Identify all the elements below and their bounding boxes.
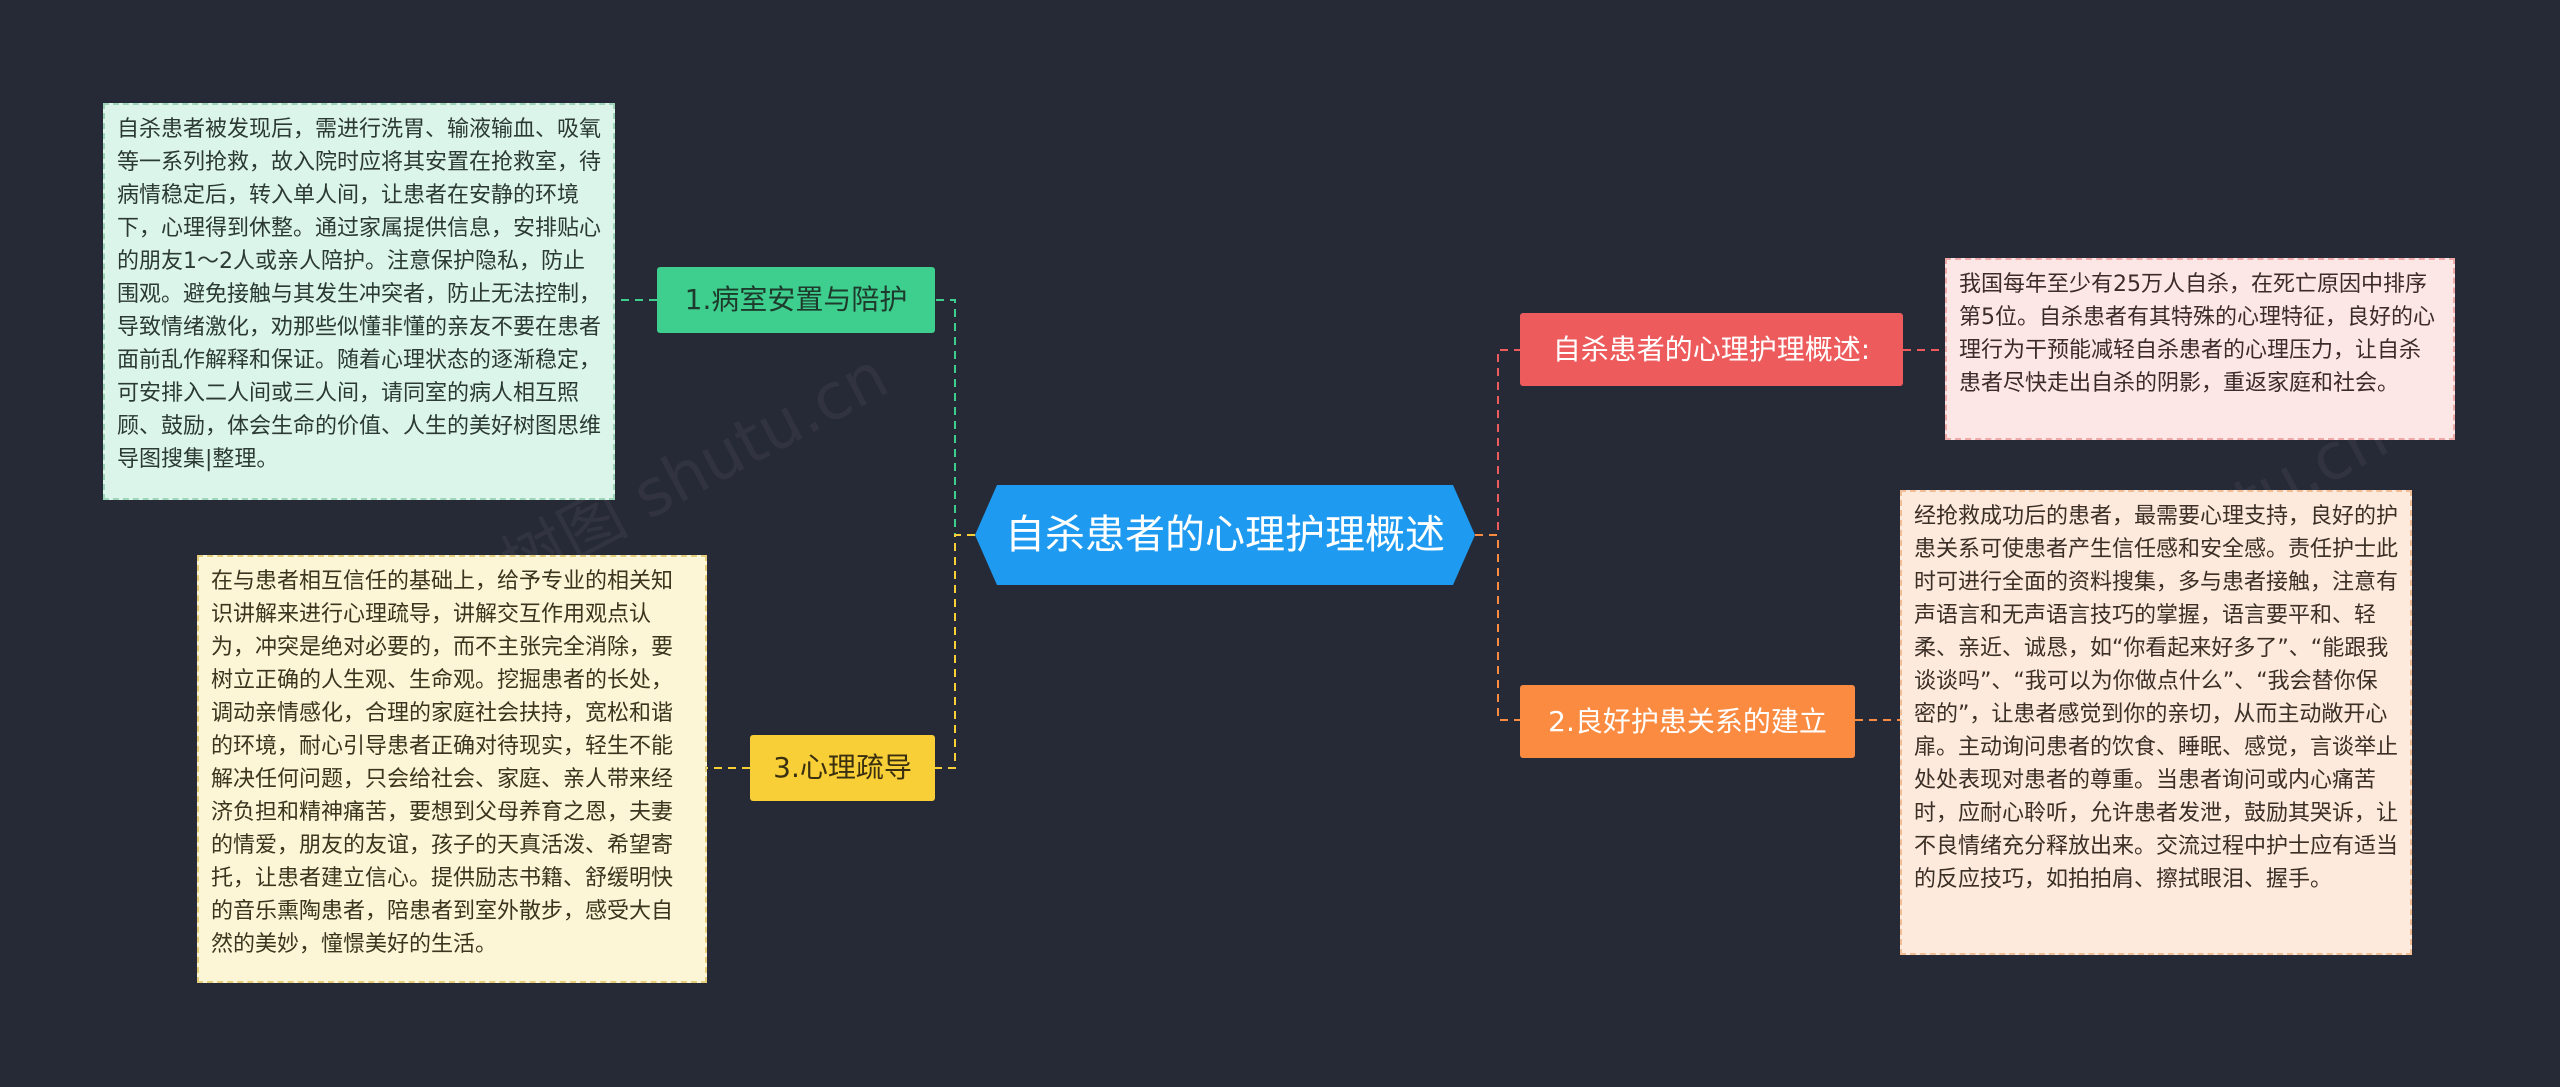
note-nurse-patient-relationship[interactable]: 经抢救成功后的患者，最需要心理支持，良好的护患关系可使患者产生信任感和安全感。责…: [1900, 490, 2412, 955]
topic-room-placement[interactable]: 1.病室安置与陪护: [657, 267, 935, 333]
topic-psych-counseling[interactable]: 3.心理疏导: [750, 735, 935, 801]
topic-overview[interactable]: 自杀患者的心理护理概述:: [1520, 313, 1903, 386]
link-root-b1: [935, 299, 975, 536]
note-psych-counseling[interactable]: 在与患者相互信任的基础上，给予专业的相关知识讲解来进行心理疏导，讲解交互作用观点…: [197, 555, 707, 983]
root-node[interactable]: 自杀患者的心理护理概述: [975, 485, 1475, 585]
topic-nurse-patient-relationship[interactable]: 2.良好护患关系的建立: [1520, 685, 1855, 758]
link-root-b2: [1475, 534, 1520, 721]
note-overview[interactable]: 我国每年至少有25万人自杀，在死亡原因中排序第5位。自杀患者有其特殊的心理特征，…: [1945, 258, 2455, 440]
note-room-placement[interactable]: 自杀患者被发现后，需进行洗胃、输液输血、吸氧等一系列抢救，故入院时应将其安置在抢…: [103, 103, 615, 500]
link-root-b3: [935, 534, 975, 769]
link-root-bR1: [1475, 349, 1520, 536]
